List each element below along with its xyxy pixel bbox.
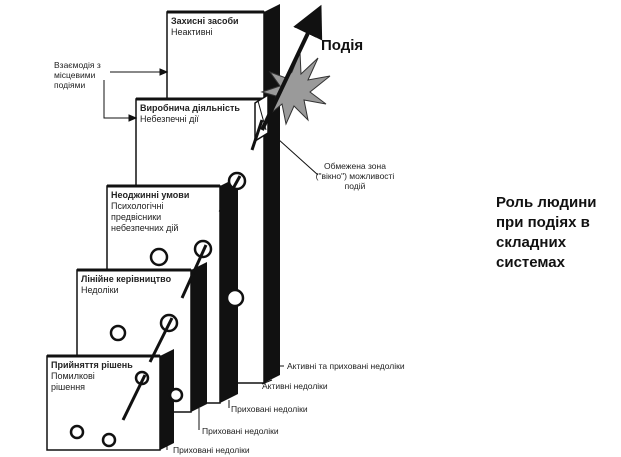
- panel-subtitle: небезпечних дій: [111, 223, 179, 233]
- panel-title: Лінійне керівництво: [81, 274, 172, 284]
- event-burst-icon: [260, 51, 331, 126]
- interaction-note: Взаємодія з місцевими подіями: [54, 60, 101, 90]
- hole: [101, 432, 117, 448]
- panel-label-production: Виробнича діяльність Небезпечні дії: [140, 103, 240, 125]
- panel-subtitle: Небезпечні дії: [140, 114, 199, 124]
- bottom-label: Приховані недоліки: [173, 445, 250, 455]
- hole: [69, 424, 85, 440]
- window-note: Обмежена зона ("вікно") можливості подій: [315, 161, 395, 191]
- hole: [149, 247, 169, 267]
- panel-decision-making: [46, 349, 174, 451]
- panel-subtitle: рішення: [51, 382, 86, 392]
- bottom-leaders: [166, 365, 284, 450]
- panel-subtitle: Недоліки: [81, 285, 119, 295]
- bottom-label: Активні та приховані недоліки: [287, 361, 405, 371]
- panel-title: Захисні засоби: [171, 16, 239, 26]
- bottom-label: Активні недоліки: [262, 381, 328, 391]
- panel-label-protective: Захисні засоби Неактивні: [171, 16, 239, 38]
- panel-subtitle: Неактивні: [171, 27, 213, 37]
- role-caption: Роль людини при подіях в складних систем…: [496, 194, 597, 271]
- panel-subtitle: предвісники: [111, 212, 162, 222]
- event-label: Подія: [321, 37, 364, 54]
- panel-label-decisions: Прийняття рішень Помилкові рішення: [51, 360, 133, 393]
- trajectory-line: [121, 119, 264, 421]
- interaction-arrows: [103, 68, 169, 122]
- panel-title: Виробнича діяльність: [140, 103, 240, 113]
- bottom-label: Приховані недоліки: [231, 404, 308, 414]
- panel-title: Прийняття рішень: [51, 360, 133, 370]
- event-arrow: [260, 4, 323, 131]
- panel-title: Неоджинні умови: [111, 190, 190, 200]
- panel-subtitle: Психологічні: [111, 201, 164, 211]
- panel-label-conditions: Неоджинні умови Психологічні предвісники…: [111, 190, 189, 234]
- bottom-label: Приховані недоліки: [202, 426, 279, 436]
- hole: [109, 324, 127, 342]
- panel-label-management: Лінійне керівництво Недоліки: [81, 274, 171, 296]
- hole: [225, 288, 245, 308]
- hole: [168, 387, 184, 403]
- panel-subtitle: Помилкові: [51, 371, 95, 381]
- window-pointer: [267, 129, 319, 176]
